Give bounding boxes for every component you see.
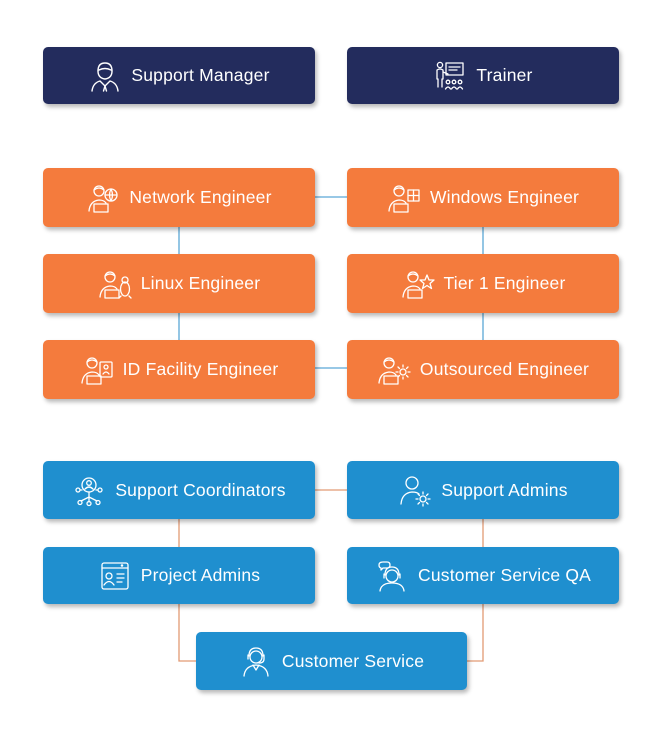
outsourced-engineer-box: Outsourced Engineer bbox=[347, 340, 619, 399]
tier1-engineer-icon bbox=[401, 267, 435, 301]
manager-icon bbox=[88, 59, 122, 93]
id-facility-engineer-box: ID Facility Engineer bbox=[43, 340, 315, 399]
customer-service-qa-box: Customer Service QA bbox=[347, 547, 619, 604]
network-engineer-box: Network Engineer bbox=[43, 168, 315, 227]
connector-project-customer bbox=[178, 604, 196, 662]
project-admins-icon bbox=[98, 559, 132, 593]
customer-service-qa-label: Customer Service QA bbox=[417, 565, 591, 585]
project-admins-box: Project Admins bbox=[43, 547, 315, 604]
support-admins-label: Support Admins bbox=[441, 479, 568, 500]
tier1-engineer-label: Tier 1 Engineer bbox=[443, 273, 566, 293]
customer-service-qa-icon bbox=[375, 559, 409, 593]
coordinators-icon bbox=[72, 473, 106, 507]
trainer-presentation-icon bbox=[433, 59, 467, 93]
linux-engineer-label: Linux Engineer bbox=[140, 273, 261, 293]
id-facility-engineer-icon bbox=[80, 353, 114, 387]
support-admins-box: Support Admins bbox=[347, 461, 619, 519]
outsourced-engineer-label: Outsourced Engineer bbox=[419, 359, 590, 379]
linux-engineer-icon bbox=[98, 267, 132, 301]
support-coordinators-box: Support Coordinators bbox=[43, 461, 315, 519]
network-engineer-icon bbox=[86, 181, 120, 215]
windows-engineer-icon bbox=[387, 181, 421, 215]
project-admins-label: Project Admins bbox=[140, 565, 261, 585]
support-manager-box: Support Manager bbox=[43, 47, 315, 104]
network-engineer-label: Network Engineer bbox=[129, 187, 272, 207]
outsourced-engineer-icon bbox=[377, 353, 411, 387]
connector-qa-customer bbox=[467, 604, 484, 662]
linux-engineer-box: Linux Engineer bbox=[43, 254, 315, 313]
trainer-label: Trainer bbox=[476, 65, 533, 85]
windows-engineer-label: Windows Engineer bbox=[429, 187, 580, 207]
trainer-box: Trainer bbox=[347, 47, 619, 104]
customer-service-box: Customer Service bbox=[196, 632, 467, 690]
tier1-engineer-box: Tier 1 Engineer bbox=[347, 254, 619, 313]
windows-engineer-box: Windows Engineer bbox=[347, 168, 619, 227]
support-admins-icon bbox=[398, 473, 432, 507]
support-coordinators-label: Support Coordinators bbox=[115, 479, 286, 500]
id-facility-engineer-label: ID Facility Engineer bbox=[122, 359, 279, 379]
support-manager-label: Support Manager bbox=[131, 65, 270, 85]
customer-service-icon bbox=[239, 644, 273, 678]
customer-service-label: Customer Service bbox=[281, 650, 425, 671]
